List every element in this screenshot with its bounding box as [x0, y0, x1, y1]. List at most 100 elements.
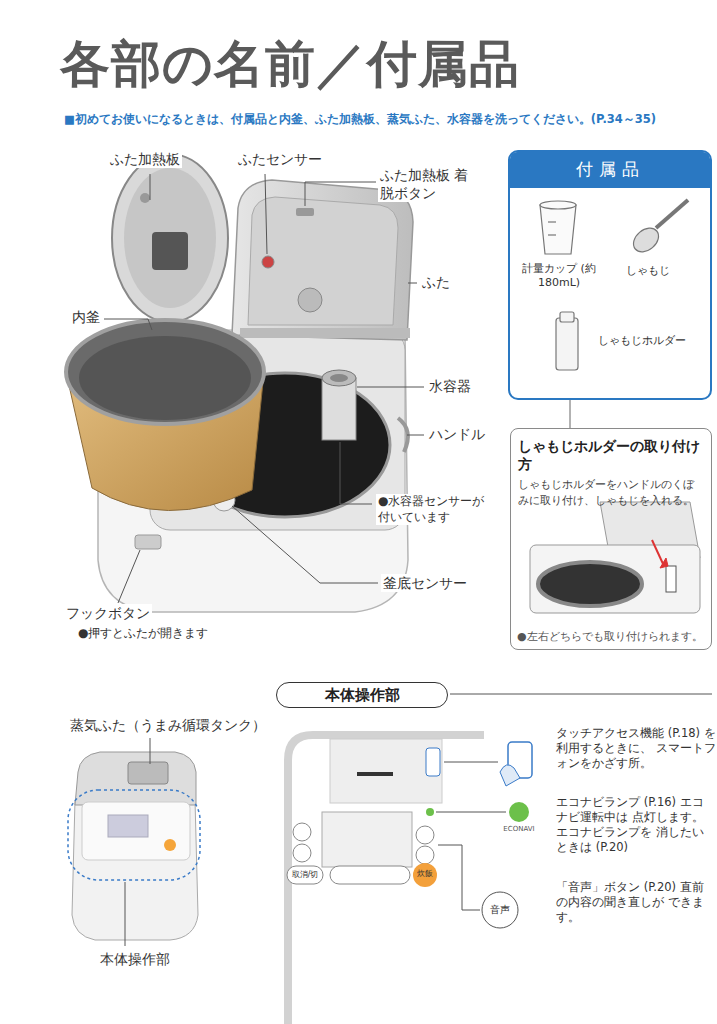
rice-cooker-part: [152, 232, 188, 270]
rice-cooker-part: [66, 320, 264, 424]
part-label: ハンドル: [427, 425, 487, 443]
part-label: エコナビランプ (P.16) エコナビ運転中は 点灯します。 エコナビランプを …: [554, 795, 708, 855]
rice-cooker-part: [232, 180, 413, 340]
node-heading: しゃもじホルダーの取り付け方: [511, 429, 711, 477]
part-label: 釜底センサー: [381, 574, 469, 592]
cooker-thumbnail-part: [150, 738, 151, 764]
part-label: ECONAVI: [497, 825, 541, 834]
measuring-cup-part: [548, 234, 556, 235]
leader-lines-part: [265, 174, 267, 254]
rice-paddle-part: [656, 200, 688, 228]
control-panel-drawing-part: [426, 808, 434, 816]
control-panel-drawing-part: [426, 748, 440, 776]
paddle-holder: [556, 312, 578, 370]
rice-cooker-part: [248, 197, 398, 325]
part-label: 蒸気ふた（うまみ循環タンク）: [68, 716, 268, 734]
rice-cooker-part: [79, 336, 251, 420]
measuring-cup-part: [540, 201, 576, 209]
holder-install-illustration-part: [538, 562, 642, 606]
page-title: 各部の名前／付属品: [60, 34, 520, 94]
measuring-cup-part: [548, 221, 556, 222]
howto-panel: しゃもじホルダーの取り付け方しゃもじホルダーをハンドルのくぼみに取り付け、しゃも…: [510, 428, 712, 650]
leader-lines-part: [305, 182, 376, 206]
control-panel-drawing-part: [330, 739, 442, 803]
rice-cooker-part: [124, 168, 216, 308]
control-panel-drawing-part: [444, 762, 498, 763]
rice-paddle: [629, 200, 688, 257]
part-label: しゃもじ: [626, 264, 670, 278]
part-label: 水容器: [427, 377, 473, 395]
part-label: ●水容器センサーが 付いています: [376, 494, 498, 525]
part-label: 本体操作部: [98, 950, 172, 968]
control-panel-drawing-part: [482, 892, 518, 928]
rice-cooker-part: [296, 208, 314, 216]
rice-cooker: [66, 154, 413, 612]
paddle-holder-part: [560, 312, 574, 322]
leader-lines-part: [357, 387, 424, 388]
holder-install-illustration-part: [530, 545, 700, 613]
measuring-cup-part: [540, 205, 576, 254]
control-panel-drawing-part: [288, 735, 484, 1024]
part-label: しゃもじホルダー: [598, 334, 686, 348]
control-panel-drawing-part: [450, 694, 712, 695]
part-label: ふた加熱板: [108, 150, 182, 168]
part-label: ふた加熱板 着脱ボタン: [378, 166, 474, 202]
holder-install-illustration-part: [666, 566, 676, 592]
rice-cooker-part: [330, 374, 348, 382]
part-label: 計量カップ (約 180mL): [522, 262, 596, 291]
cooker-thumbnail-part: [164, 839, 176, 851]
cooker-thumbnail-part: [108, 815, 148, 837]
control-panel-drawing-part: [500, 765, 520, 786]
rice-cooker-part: [322, 378, 356, 440]
rice-paddle-part: [629, 223, 663, 256]
leader-lines: [104, 174, 424, 603]
rice-cooker-part: [240, 328, 410, 338]
leader-lines-part: [104, 319, 152, 330]
node-heading: 付属品: [510, 152, 710, 188]
cooker-thumbnail: [68, 738, 200, 946]
paddle-holder-part: [556, 318, 578, 370]
holder-install-illustration-part: [660, 558, 668, 568]
control-panel-drawing-part: [293, 844, 311, 862]
control-panel-drawing-part: [293, 823, 311, 841]
measuring-cup: [540, 201, 576, 254]
notice-text: ■初めてお使いになるときは、付属品と内釜、ふた加熱板、蒸気ふた、水容器を洗ってく…: [62, 112, 716, 127]
part-label: 内釜: [70, 308, 102, 326]
part-label: 「音声」ボタン (P.20) 直前の内容の聞き直しが できます。: [554, 880, 714, 925]
part-label: ふたセンサー: [236, 150, 324, 168]
control-panel-drawing-part: [322, 812, 412, 867]
part-label: 炊飯: [411, 869, 439, 879]
rice-cooker-part: [262, 256, 274, 268]
leader-lines-part: [340, 442, 372, 504]
rice-cooker-part: [135, 535, 161, 549]
holder-install-illustration-part: [652, 540, 664, 566]
cooker-thumbnail-part: [75, 752, 196, 805]
rice-cooker-part: [140, 193, 150, 203]
part-label: 音声: [483, 903, 517, 916]
control-panel-drawing-part: [416, 826, 434, 844]
node-text: ●左右どちらでも取り付けられます。: [517, 630, 707, 644]
part-label: 取消/切: [285, 870, 325, 880]
node-text: しゃもじホルダーをハンドルのくぼみに取り付け、しゃもじを入れる。: [511, 477, 711, 508]
control-panel-drawing-part: [357, 772, 393, 776]
control-panel-drawing-part: [330, 866, 410, 884]
leader-lines-part: [407, 435, 424, 436]
cooker-thumbnail-part: [72, 800, 198, 940]
cooker-thumbnail-part: [68, 790, 200, 880]
holder-install-illustration: [530, 502, 700, 613]
leader-lines-part: [118, 550, 140, 603]
rice-cooker-part: [112, 154, 228, 322]
part-label: ●押すとふたが開きます: [76, 626, 210, 642]
control-panel-drawing-part: [509, 802, 529, 822]
part-label: ふた: [420, 273, 452, 291]
control-panel-drawing-part: [416, 846, 434, 864]
rice-cooker-part: [398, 418, 408, 452]
part-label: フックボタン: [64, 604, 152, 622]
part-label: タッチアクセス機能 (P.18) を 利用するときに、 スマートフォンをかざす所…: [554, 726, 717, 771]
control-panel-drawing-part: [438, 845, 480, 910]
rice-cooker-part: [322, 370, 356, 386]
section-pill: 本体操作部: [276, 682, 448, 708]
leader-lines-part: [408, 283, 417, 284]
connector-line: [570, 400, 571, 428]
